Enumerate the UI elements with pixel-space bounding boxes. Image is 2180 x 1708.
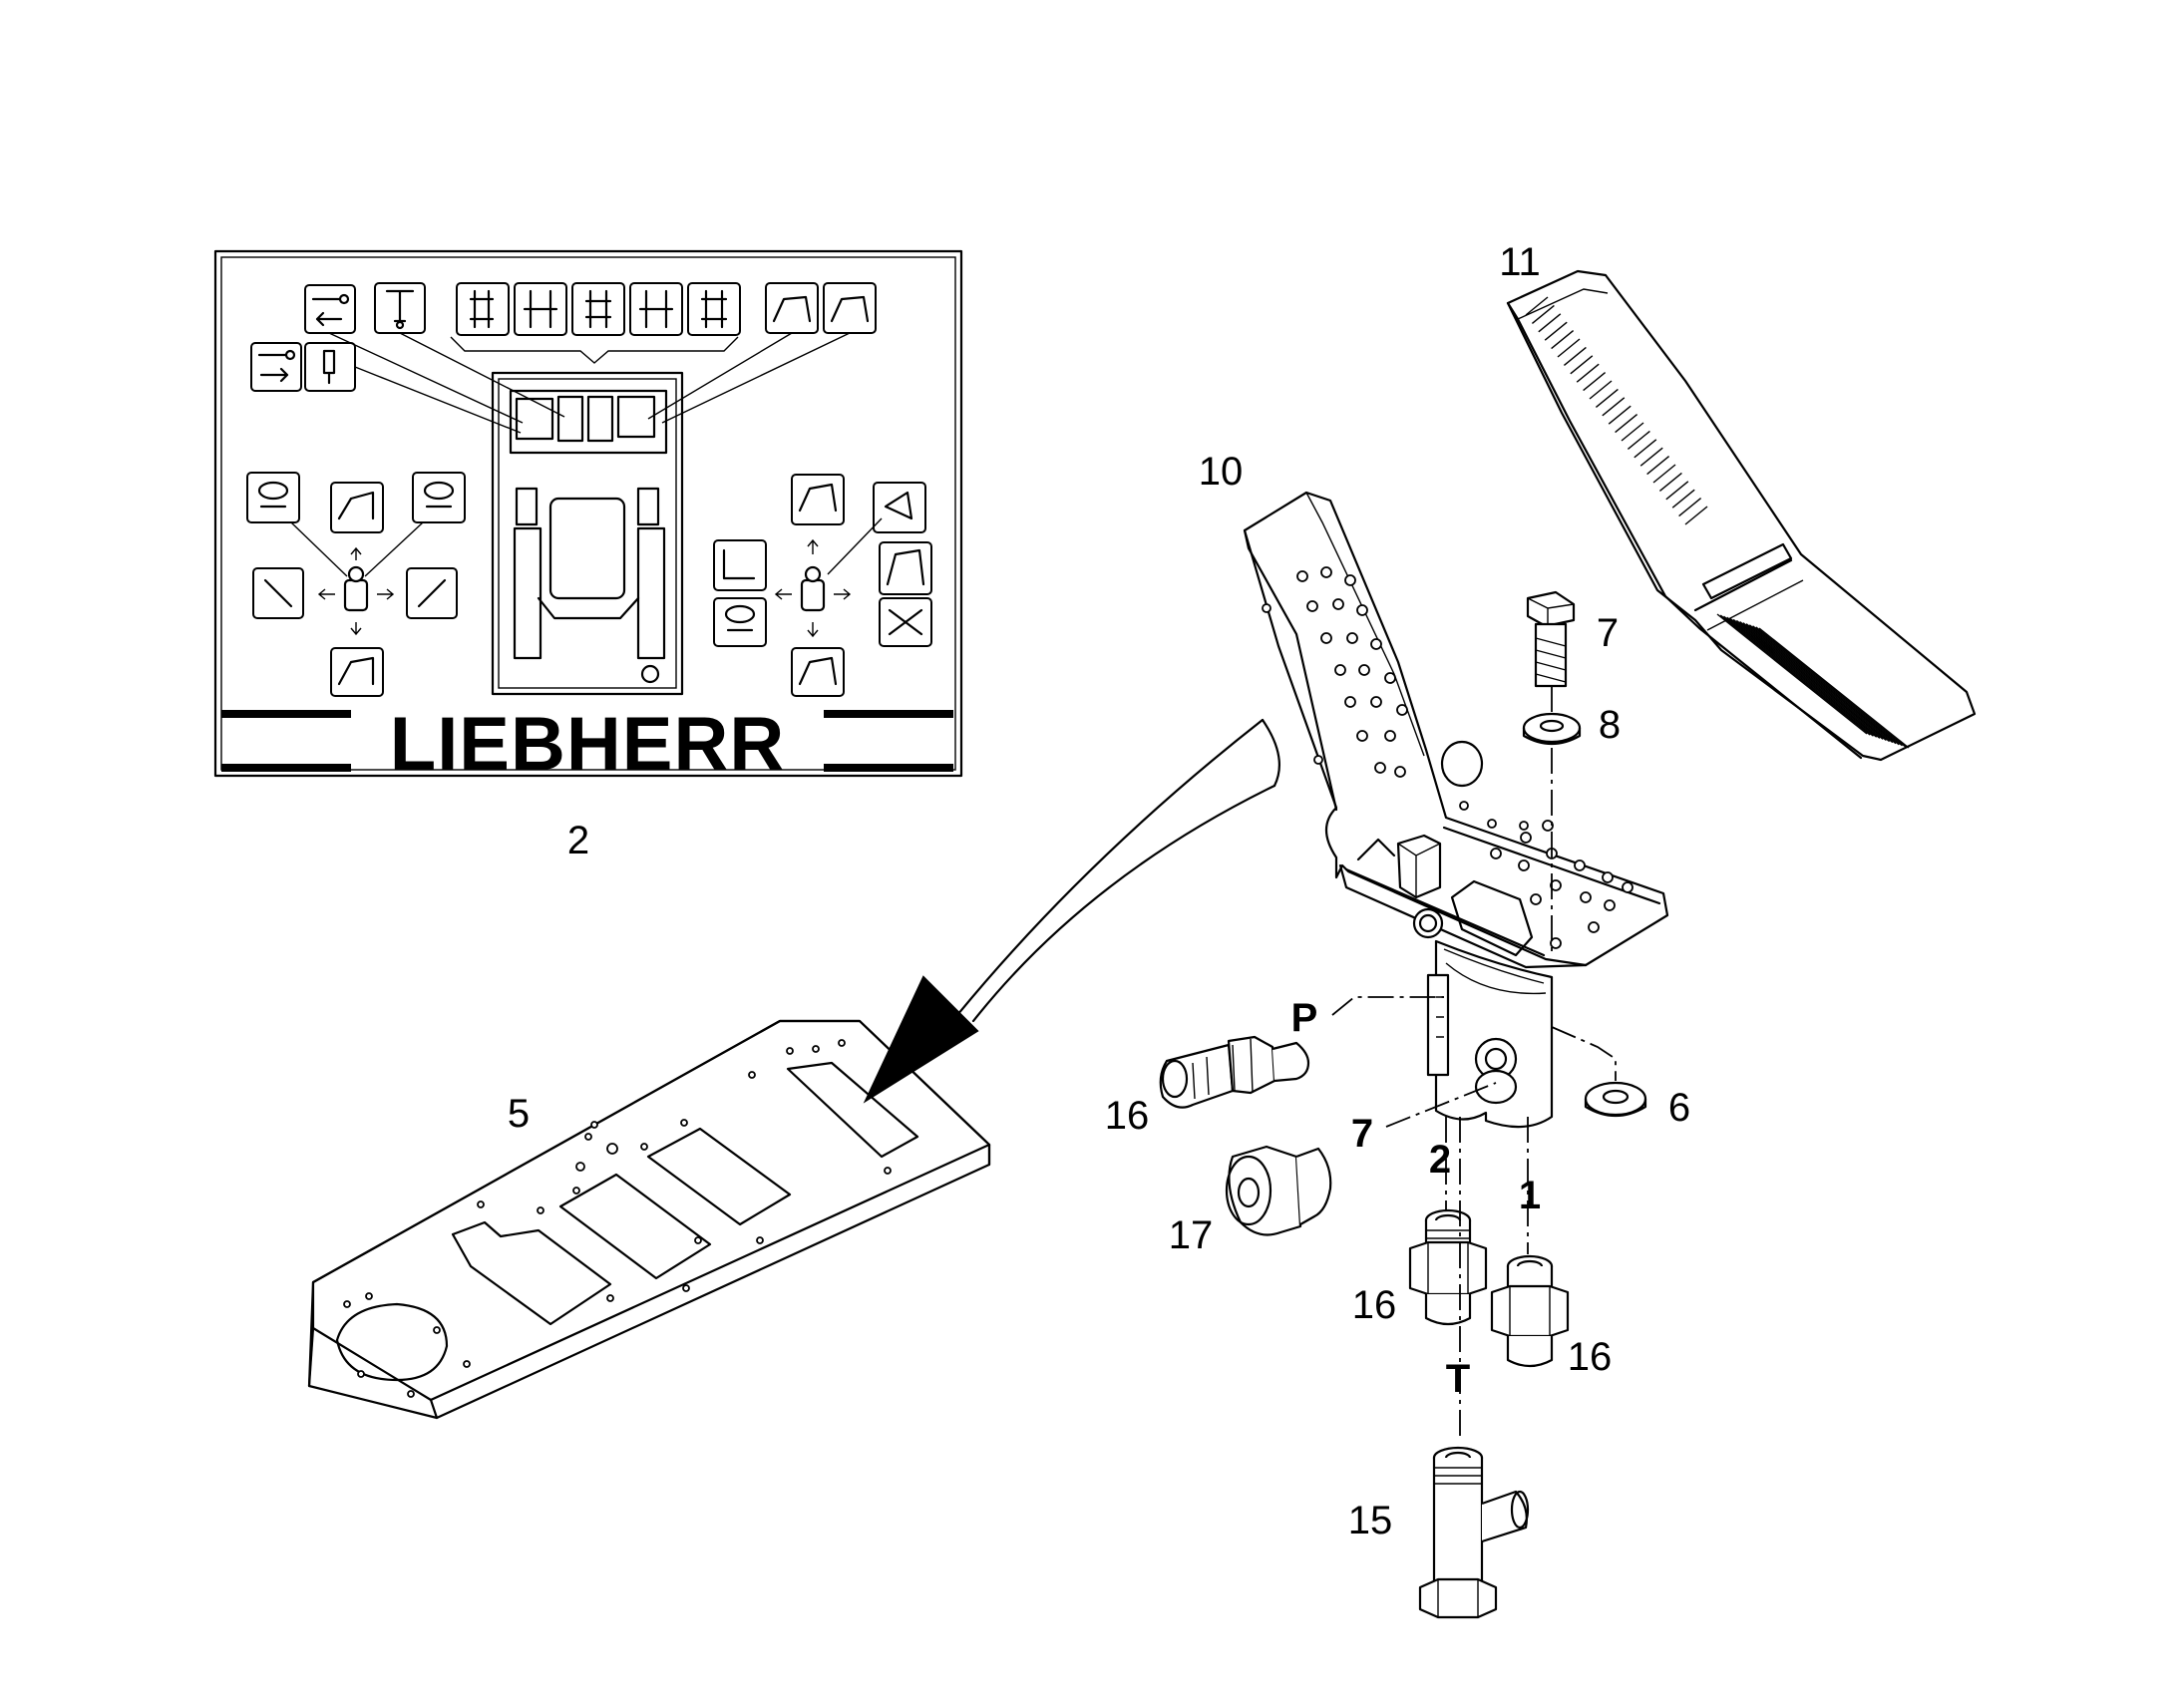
hammer-return-icon	[304, 284, 356, 334]
travel-icons	[450, 282, 741, 364]
cab-top-view	[491, 371, 684, 696]
floor-plate	[307, 1019, 991, 1420]
foot-pedal	[1243, 491, 1669, 1129]
pedal-icon	[374, 282, 426, 334]
callout-washer-top: 8	[1599, 703, 1621, 747]
callout-pedal: 10	[1199, 450, 1244, 494]
port-7-label: 7	[1351, 1112, 1373, 1156]
callout-tee-fitting: 15	[1348, 1499, 1393, 1542]
callout-pedal-cover: 11	[1499, 240, 1541, 284]
location-pointer	[863, 718, 1280, 1104]
boom-icons	[765, 282, 877, 334]
callout-fitting-port1: 16	[1568, 1335, 1613, 1379]
callout-bolt: 7	[1597, 611, 1619, 655]
fitting-port-1	[1490, 1254, 1570, 1368]
port-1-label: 1	[1519, 1174, 1541, 1217]
washer-top	[1522, 712, 1582, 746]
left-joystick-cluster	[246, 472, 466, 697]
pedal-holes	[1262, 566, 1634, 933]
callout-washer-side: 6	[1668, 1086, 1690, 1130]
brand-logo-text: LIEBHERR	[390, 702, 785, 787]
plug	[1225, 1145, 1332, 1236]
control-decal: LIEBHERR	[213, 249, 963, 787]
hammer-pressure-icon	[250, 342, 356, 392]
callout-plate: 5	[508, 1092, 530, 1136]
callout-fitting-port2: 16	[1352, 1283, 1397, 1327]
bolt	[1526, 590, 1576, 688]
fitting-port-p	[1159, 1035, 1310, 1109]
pedal-cover	[1506, 269, 1977, 762]
washer-side	[1584, 1081, 1647, 1117]
decal-leader-lines	[328, 332, 851, 434]
tee-fitting	[1418, 1446, 1530, 1619]
plate-holes	[343, 1039, 892, 1398]
port-2-label: 2	[1429, 1138, 1451, 1182]
fitting-port-2	[1408, 1208, 1488, 1326]
callout-fitting-left: 16	[1105, 1094, 1150, 1138]
port-t-label: T	[1446, 1357, 1470, 1401]
callout-decal: 2	[567, 819, 589, 862]
pedal-cover-ribs	[1525, 296, 1910, 749]
callout-plug: 17	[1169, 1213, 1214, 1257]
right-joystick-cluster	[713, 474, 932, 697]
port-p-label: P	[1291, 996, 1318, 1040]
